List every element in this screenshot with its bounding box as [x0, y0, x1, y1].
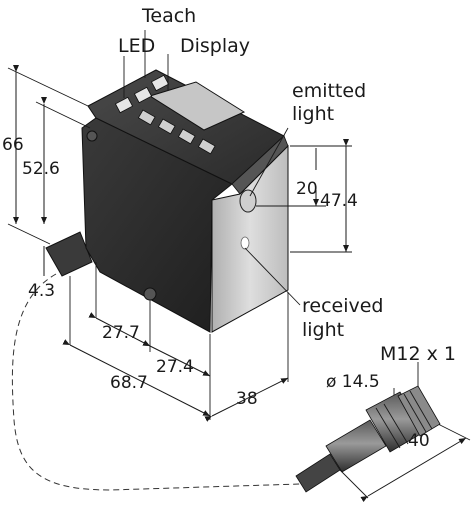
housing-front-face — [211, 144, 289, 333]
key-button-4 — [197, 138, 216, 155]
sensor-housing — [45, 69, 289, 333]
dim-depth-2: 27.4 — [156, 357, 194, 377]
dim-depth-total: 68.7 — [110, 373, 148, 393]
label-connector-diameter: ø 14.5 — [326, 372, 380, 392]
dimension-lines — [7, 65, 471, 503]
connector-thread — [397, 385, 441, 437]
callout-leaders — [123, 30, 301, 306]
label-emitted: emitted — [292, 80, 366, 102]
receiver-lens — [240, 236, 250, 250]
dim-width: 38 — [236, 389, 258, 409]
label-connector-thread: M12 x 1 — [380, 343, 456, 365]
led-indicator-2 — [133, 86, 153, 104]
dim-lens-height: 47.4 — [320, 191, 358, 211]
teach-button — [150, 74, 170, 92]
label-received-light: light — [302, 319, 344, 341]
mounting-hole-bottom — [143, 287, 157, 301]
dim-connector-length: 40 — [408, 431, 430, 451]
dim-height-body: 52.6 — [22, 159, 60, 179]
key-button-2 — [157, 118, 176, 135]
dim-depth-1: 27.7 — [102, 323, 140, 343]
label-received: received — [302, 295, 384, 317]
label-led: LED — [118, 35, 155, 57]
label-display: Display — [180, 35, 250, 57]
mounting-foot — [45, 231, 93, 277]
dim-foot: 4.3 — [28, 281, 55, 301]
key-button-1 — [137, 109, 156, 126]
connector-strain-relief — [325, 419, 387, 473]
label-teach: Teach — [141, 5, 196, 27]
cable-end — [295, 453, 341, 493]
emitter-lens — [239, 189, 257, 213]
m12-connector — [295, 385, 441, 493]
dim-lens-offset: 20 — [296, 179, 318, 199]
display-window — [148, 81, 246, 131]
led-indicator-1 — [114, 96, 134, 114]
text-labels: Teach LED Display emitted light received… — [2, 5, 456, 451]
label-emitted-light: light — [292, 103, 334, 125]
dim-height-total: 66 — [2, 135, 24, 155]
mounting-hole-top — [86, 130, 98, 142]
key-button-3 — [177, 128, 196, 145]
cable-path — [11, 273, 301, 491]
